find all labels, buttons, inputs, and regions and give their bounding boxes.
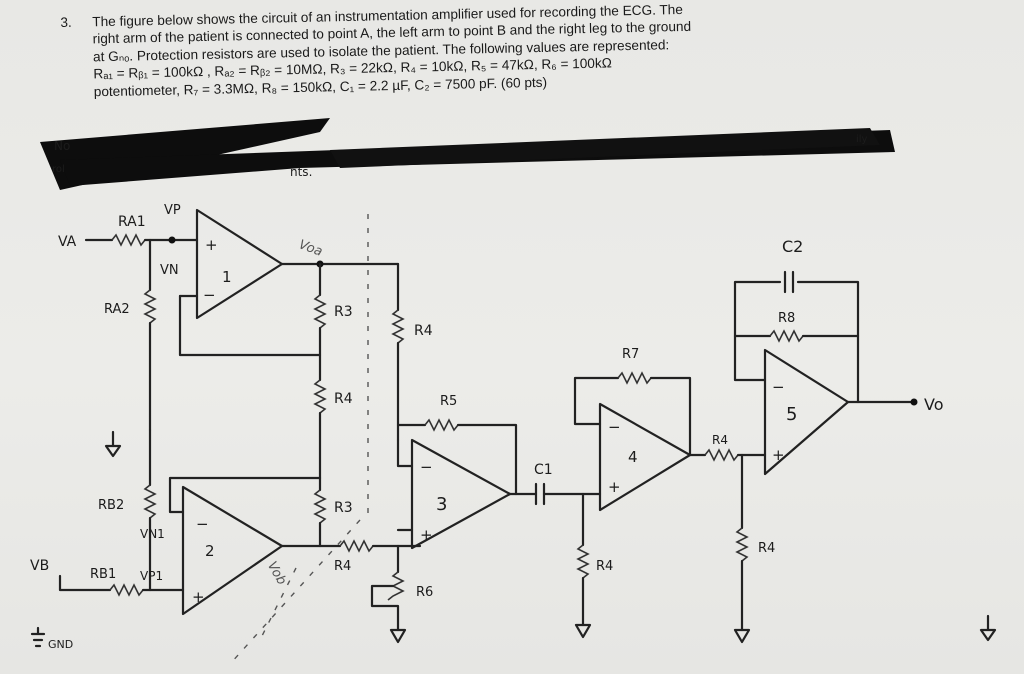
redaction-fragment-left: No xyxy=(54,139,70,153)
r3-bottom-label: R3 xyxy=(334,500,353,516)
opamp-1-label: 1 xyxy=(222,268,232,286)
redaction-fragment-right: ily xyxy=(856,134,868,145)
r4-a-label: R4 xyxy=(334,391,353,407)
vp-top-label: VP xyxy=(164,203,181,218)
vp1-label: VP1 xyxy=(140,569,163,583)
r6-label: R6 xyxy=(416,585,433,600)
vo-label: Vo xyxy=(924,395,944,414)
gnd-label: GND xyxy=(48,638,73,651)
c2-label: C2 xyxy=(782,237,803,256)
opamp-1-minus: − xyxy=(203,286,216,304)
vb-label: VB xyxy=(30,558,49,574)
opamp-2-plus: + xyxy=(192,588,205,606)
opamp-4-minus: − xyxy=(608,418,621,436)
r4-e-label: R4 xyxy=(596,559,613,574)
redaction-fragment-left-below: rol xyxy=(52,164,65,175)
opamp-5-label: 5 xyxy=(786,404,797,425)
opamp-3-label: 3 xyxy=(436,494,447,515)
opamp-4-label: 4 xyxy=(628,448,638,466)
ra2-label: RA2 xyxy=(104,302,130,317)
opamp-2-label: 2 xyxy=(205,542,215,560)
opamp-4-plus: + xyxy=(608,478,621,496)
redaction-marker: No rol nts. ily xyxy=(40,118,895,190)
vob-label: Vob xyxy=(264,559,289,588)
opamp-2-minus: − xyxy=(196,515,209,533)
vn-top-label: VN xyxy=(160,263,179,278)
r5-label: R5 xyxy=(440,394,457,409)
opamp-5: 5 − + xyxy=(763,348,850,476)
va-label: VA xyxy=(58,234,77,250)
opamp-4: 4 − + xyxy=(598,402,692,512)
opamp-5-plus: + xyxy=(772,446,785,464)
r7-label: R7 xyxy=(622,347,639,362)
opamp-3: 3 − + xyxy=(410,438,512,550)
voa-label: Voa xyxy=(297,237,325,259)
r4-d-label: R4 xyxy=(334,559,351,574)
r4-b-label: R4 xyxy=(414,323,433,339)
opamp-1-plus: + xyxy=(205,236,218,254)
r8-label: R8 xyxy=(778,311,795,326)
rb1-label: RB1 xyxy=(90,567,116,582)
redaction-fragment-mid: nts. xyxy=(290,165,312,179)
vn1-label: VN1 xyxy=(140,527,165,541)
r3-top-label: R3 xyxy=(334,304,353,320)
rb2-label: RB2 xyxy=(98,498,124,513)
ra1-label: RA1 xyxy=(118,214,146,230)
r4-c-label: R4 xyxy=(712,433,728,447)
opamp-2: 2 − + xyxy=(181,485,284,616)
c1-label: C1 xyxy=(534,462,553,478)
opamp-3-minus: − xyxy=(420,458,433,476)
opamp-1: 1 + − xyxy=(195,208,284,320)
opamp-3-plus: + xyxy=(420,526,433,544)
opamp-5-minus: − xyxy=(772,378,785,396)
r4-f-label: R4 xyxy=(758,541,775,556)
